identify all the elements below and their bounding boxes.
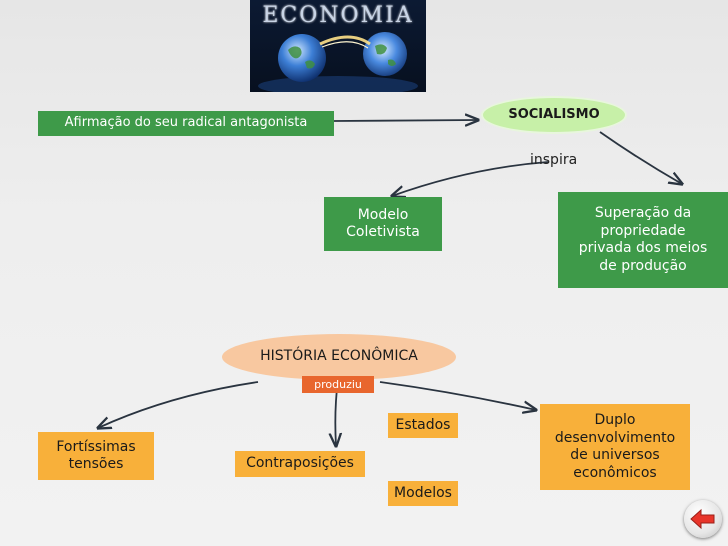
- socialismo-text: SOCIALISMO: [508, 106, 600, 122]
- globe-icon: [258, 32, 418, 92]
- modelo-coletivista-box: Modelo Coletivista: [324, 197, 442, 251]
- fortissimas-line-2: tensões: [68, 456, 124, 472]
- back-arrow-icon: [690, 508, 715, 530]
- duplo-desenvolvimento-box: Duplo desenvolvimento de universos econô…: [540, 404, 690, 490]
- estados-box: Estados: [388, 413, 458, 438]
- modelos-box: Modelos: [388, 481, 458, 506]
- produziu-label: produziu: [302, 376, 374, 393]
- estados-text: Estados: [395, 416, 451, 433]
- arrow-socialismo-to-modelo: [392, 161, 549, 196]
- duplo-line-4: econômicos: [573, 464, 657, 481]
- superacao-line-3: privada dos meios: [578, 240, 708, 256]
- duplo-line-2: desenvolvimento: [554, 429, 676, 446]
- arrow-historia-to-fortissimas: [98, 381, 259, 428]
- back-button[interactable]: [684, 500, 722, 538]
- fortissimas-tensoes-box: Fortíssimas tensões: [38, 432, 154, 480]
- afirmacao-text: Afirmação do seu radical antagonista: [64, 115, 308, 131]
- modelos-text: Modelos: [394, 484, 452, 501]
- inspira-label: inspira: [530, 152, 578, 168]
- duplo-line-1: Duplo: [594, 412, 636, 428]
- fortissimas-line-1: Fortíssimas: [56, 438, 136, 455]
- duplo-line-3: de universos: [570, 447, 660, 463]
- superacao-line-2: propriedade: [600, 222, 686, 239]
- arrow-afirmacao-to-socialismo: [333, 120, 478, 121]
- socialismo-ellipse: SOCIALISMO: [481, 96, 627, 134]
- economia-logo: ECONOMIA: [250, 0, 426, 92]
- superacao-box: Superação da propriedade privada dos mei…: [558, 192, 728, 288]
- historia-text: HISTÓRIA ECONÔMICA: [260, 348, 418, 365]
- arrow-historia-to-duplo: [379, 381, 536, 410]
- modelo-line-1: Modelo: [357, 206, 409, 223]
- contraposicoes-box: Contraposições: [235, 451, 365, 477]
- superacao-line-4: de produção: [599, 257, 687, 274]
- afirmacao-box: Afirmação do seu radical antagonista: [38, 111, 334, 136]
- superacao-line-1: Superação da: [594, 205, 692, 221]
- logo-title: ECONOMIA: [262, 3, 414, 28]
- historia-economica-ellipse: HISTÓRIA ECONÔMICA: [222, 334, 456, 380]
- modelo-line-2: Coletivista: [346, 224, 420, 240]
- arrow-socialismo-to-superacao: [599, 131, 682, 184]
- contraposicoes-text: Contraposições: [246, 455, 354, 472]
